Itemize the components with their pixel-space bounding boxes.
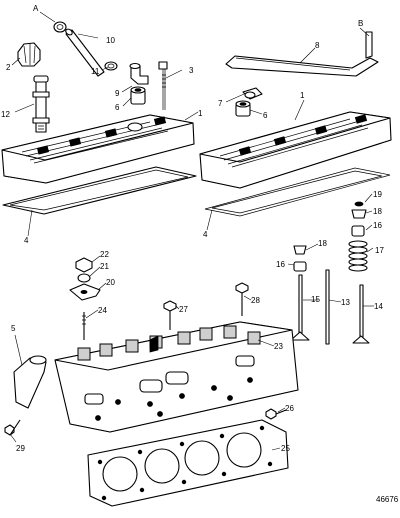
- head-gasket-25[interactable]: [87, 419, 289, 507]
- callout-14: 14: [374, 302, 383, 311]
- rocker-arm-nut-22[interactable]: [75, 257, 93, 273]
- callout-6-right: 6: [263, 111, 268, 120]
- valve-cover-right[interactable]: [199, 111, 392, 189]
- callout-8: 8: [315, 41, 320, 50]
- vent-hose[interactable]: [65, 28, 105, 77]
- pushrod-13[interactable]: [325, 269, 330, 345]
- spring-retainer-18-right[interactable]: [351, 209, 367, 219]
- callout-2: 2: [6, 63, 11, 72]
- callout-3: 3: [189, 66, 194, 75]
- valve-cover-grommet-left[interactable]: [130, 86, 146, 105]
- valve-spring-17[interactable]: [348, 240, 368, 272]
- bolt-26[interactable]: [265, 408, 287, 420]
- callout-25: 25: [281, 444, 290, 453]
- breather-tube-b[interactable]: [365, 31, 373, 59]
- callout-21: 21: [100, 262, 109, 271]
- callout-5: 5: [11, 324, 16, 333]
- spring-retainer-18-left[interactable]: [293, 245, 307, 255]
- head-bolt-27[interactable]: [163, 300, 177, 330]
- callout-27: 27: [179, 305, 188, 314]
- rocker-stud-24[interactable]: [82, 312, 86, 340]
- valve-lock-19[interactable]: [354, 201, 364, 207]
- callout-29: 29: [16, 444, 25, 453]
- callout-16-left: 16: [276, 260, 285, 269]
- callout-16-right: 16: [373, 221, 382, 230]
- callout-26: 26: [285, 404, 294, 413]
- callout-4-left: 4: [24, 236, 29, 245]
- callout-18-left: 18: [318, 239, 327, 248]
- callout-6-left: 6: [115, 103, 120, 112]
- leader-lines: [9, 11, 374, 451]
- intake-valve-15[interactable]: [290, 274, 310, 341]
- hose-clamp[interactable]: [104, 61, 118, 71]
- callout-18-right: 18: [373, 207, 382, 216]
- cover-bolt-3[interactable]: [158, 61, 168, 110]
- valve-cover-gasket-right[interactable]: [204, 167, 391, 217]
- pcv-elbow-fitting[interactable]: [129, 62, 149, 85]
- valve-cover-grommet-right[interactable]: [235, 100, 251, 117]
- valve-cover-gasket-left[interactable]: [2, 166, 197, 215]
- rocker-arm-20[interactable]: [69, 283, 101, 301]
- callout-9: 9: [115, 89, 120, 98]
- rocker-ball-21[interactable]: [77, 273, 91, 283]
- oil-fill-tube[interactable]: [32, 75, 50, 133]
- callout-28: 28: [251, 296, 260, 305]
- callout-15: 15: [311, 295, 320, 304]
- valve-cover-left[interactable]: [1, 114, 195, 184]
- pcv-valve-right[interactable]: [242, 87, 263, 100]
- figure-id: 46676: [376, 495, 399, 504]
- callout-12: 12: [1, 110, 10, 119]
- oil-fill-cap[interactable]: [17, 42, 41, 67]
- callout-23: 23: [274, 342, 283, 351]
- callout-19: 19: [373, 190, 382, 199]
- callout-labels: A B 1 1 2 3 4 4 5 6 6 7 8 9 10 11 12 13 …: [1, 4, 399, 504]
- callout-1-left: 1: [198, 109, 203, 118]
- bolt-29[interactable]: [4, 419, 21, 436]
- callout-24: 24: [98, 306, 107, 315]
- callout-B: B: [358, 19, 363, 28]
- crankcase-vent-grommet[interactable]: [53, 21, 67, 33]
- exhaust-valve-14[interactable]: [352, 284, 370, 344]
- cylinder-head-23[interactable]: [54, 321, 299, 433]
- valve-seal-16-right[interactable]: [351, 225, 365, 237]
- callout-22: 22: [100, 250, 109, 259]
- callout-1-right: 1: [300, 91, 305, 100]
- pcv-tube[interactable]: [225, 55, 379, 77]
- callout-7: 7: [218, 99, 223, 108]
- exhaust-elbow-5[interactable]: [13, 355, 47, 409]
- callout-10: 10: [106, 36, 115, 45]
- head-bolt-28[interactable]: [235, 282, 249, 316]
- callout-11: 11: [91, 67, 100, 76]
- callout-20: 20: [106, 278, 115, 287]
- callout-4-right: 4: [203, 230, 208, 239]
- callout-A: A: [33, 4, 39, 13]
- callout-17: 17: [375, 246, 384, 255]
- callout-13: 13: [341, 298, 350, 307]
- valve-seal-16-left[interactable]: [293, 261, 307, 272]
